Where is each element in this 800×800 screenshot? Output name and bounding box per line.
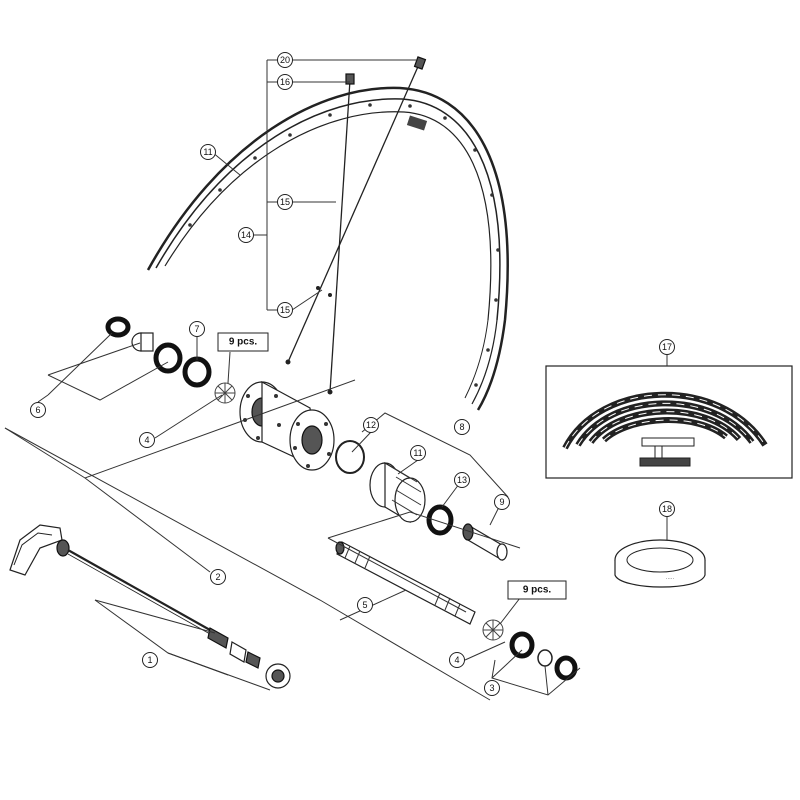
svg-text:16: 16: [280, 77, 290, 87]
front-spacers-qty-box: 9 pcs.: [217, 332, 269, 352]
spoke-callout-bracket: [211, 59, 418, 311]
spoke-nipples: [345, 56, 427, 85]
left-locknut: [105, 316, 131, 338]
callout-18: 18: [659, 501, 675, 517]
callout-4-upper: 4: [139, 432, 155, 448]
callout-7: 7: [189, 321, 205, 337]
svg-text:18: 18: [662, 504, 672, 514]
callout-1: 1: [142, 652, 158, 668]
svg-text:2: 2: [215, 572, 220, 582]
hub-body: [239, 380, 335, 471]
callout-16: 16: [277, 74, 293, 90]
callout-5: 5: [357, 597, 373, 613]
callout-6: 6: [30, 402, 46, 418]
svg-text:7: 7: [194, 324, 199, 334]
freehub-body: [369, 461, 426, 524]
callout-17: 17: [659, 339, 675, 355]
left-spacers: [214, 382, 236, 404]
callout-15-upper: 15: [277, 194, 293, 210]
svg-text:9 pcs.: 9 pcs.: [523, 585, 552, 596]
svg-text:4: 4: [454, 655, 459, 665]
svg-text:13: 13: [457, 475, 467, 485]
callout-14: 14: [238, 227, 254, 243]
callout-13: 13: [454, 472, 470, 488]
callout-8: 8: [454, 419, 470, 435]
svg-text:·····: ·····: [666, 576, 675, 582]
callout-4-lower: 4: [449, 652, 465, 668]
leader-lines: [4, 332, 581, 701]
valve-decal: [639, 437, 695, 467]
svg-text:9: 9: [499, 497, 504, 507]
rim-tape: ·····: [614, 517, 706, 588]
callout-11-hub: 11: [410, 445, 426, 461]
svg-text:12: 12: [366, 420, 376, 430]
rim-decal-box: [545, 347, 793, 479]
callout-12: 12: [363, 417, 379, 433]
callout-2: 2: [210, 569, 226, 585]
callout-20: 20: [277, 52, 293, 68]
spokes: [285, 61, 421, 395]
svg-text:17: 17: [662, 342, 672, 352]
left-cone: [131, 332, 154, 352]
rim-decal-strips: [562, 391, 768, 450]
callout-15-lower: 15: [277, 302, 293, 318]
callout-3: 3: [484, 680, 500, 696]
svg-text:6: 6: [35, 405, 40, 415]
svg-text:11: 11: [203, 147, 212, 157]
svg-text:20: 20: [280, 55, 290, 65]
svg-text:15: 15: [280, 305, 290, 315]
svg-text:1: 1: [147, 655, 152, 665]
quick-release-skewer: [9, 524, 291, 689]
callout-11: 11: [200, 144, 216, 160]
svg-text:3: 3: [489, 683, 494, 693]
svg-text:4: 4: [144, 435, 149, 445]
rear-spacers-qty-box: 9 pcs.: [507, 580, 567, 600]
right-cone: [509, 631, 535, 659]
callout-9: 9: [494, 494, 510, 510]
right-spacers: [482, 619, 504, 641]
right-washer: [537, 649, 553, 667]
rim: [146, 86, 509, 411]
svg-text:11: 11: [413, 448, 422, 458]
right-locknut: [554, 655, 578, 681]
hub-axle: [335, 541, 476, 625]
freehub-seal: [426, 504, 454, 536]
svg-text:14: 14: [241, 230, 251, 240]
svg-text:9 pcs.: 9 pcs.: [229, 337, 258, 348]
left-seal-ring: [182, 356, 212, 388]
svg-text:5: 5: [362, 600, 367, 610]
svg-text:15: 15: [280, 197, 290, 207]
left-bearing-cup: [153, 342, 183, 374]
freehub-washer: [335, 440, 365, 474]
svg-text:8: 8: [459, 422, 464, 432]
